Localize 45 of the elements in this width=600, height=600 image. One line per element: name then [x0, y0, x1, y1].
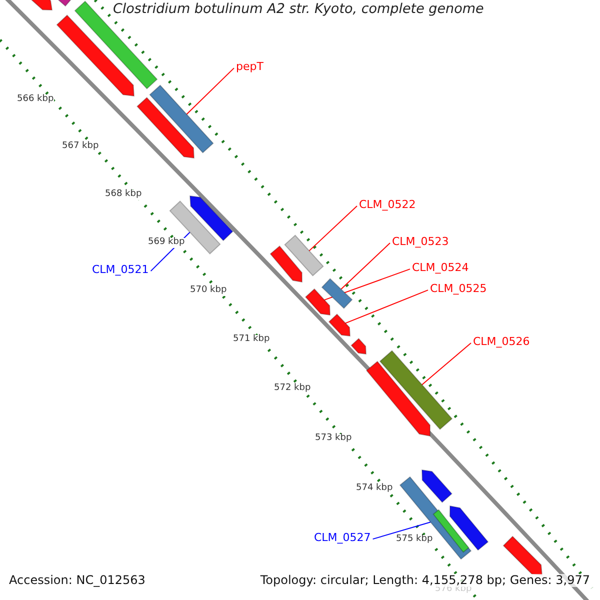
scale-label: 568 kbp — [105, 190, 142, 200]
gene-block — [136, 96, 195, 159]
gene-block — [169, 200, 221, 254]
leader-line — [422, 342, 472, 386]
gene-label: CLM_0526 — [473, 336, 530, 348]
gene-block — [321, 278, 353, 309]
scale-label: 571 kbp — [233, 335, 270, 345]
gene-block — [56, 14, 135, 97]
scale-label: 570 kbp — [190, 286, 227, 296]
gene-block — [284, 234, 324, 276]
gene-block — [189, 195, 234, 242]
gene-block — [366, 360, 430, 437]
leader-line — [340, 242, 390, 290]
leader-line — [308, 206, 358, 252]
accession-text: Accession: NC_012563 — [9, 574, 146, 588]
gene-label: CLM_0523 — [392, 236, 449, 248]
gene-block — [328, 314, 351, 337]
diagram-title: Clostridium botulinum A2 str. Kyoto, complete genome — [113, 2, 484, 17]
gene-block — [29, 0, 53, 11]
gene-label: CLM_0521 — [92, 264, 149, 276]
scale-label: 575 kbp — [396, 535, 433, 545]
gene-block — [56, 0, 72, 7]
leader-line — [372, 522, 431, 540]
gene-block — [502, 536, 543, 576]
gene-label: CLM_0522 — [359, 199, 416, 212]
gene-label: CLM_0525 — [430, 283, 487, 296]
scale-label: 567 kbp — [62, 142, 99, 152]
scale-label: 574 kbp — [356, 484, 393, 494]
gene-block — [304, 288, 331, 316]
gene-label: CLM_0527 — [314, 532, 371, 544]
scale-label: 572 kbp — [274, 384, 311, 394]
leader-line — [186, 68, 234, 115]
gene-block — [421, 469, 452, 503]
gene-block — [270, 245, 302, 283]
gene-block — [149, 84, 214, 154]
gene-block — [379, 350, 453, 430]
gene-label: CLM_0524 — [412, 262, 469, 274]
gene-block — [449, 505, 489, 551]
gene-label: pepT — [236, 61, 264, 74]
scale-label: 566 kbp — [17, 95, 54, 105]
genome-info-text: Topology: circular; Length: 4,155,278 bp; Genes: 3,977 — [260, 574, 590, 588]
scale-label: 573 kbp — [315, 434, 352, 444]
gene-block — [350, 338, 367, 355]
leader-line — [345, 290, 428, 324]
scale-label: 569 kbp — [148, 238, 185, 248]
